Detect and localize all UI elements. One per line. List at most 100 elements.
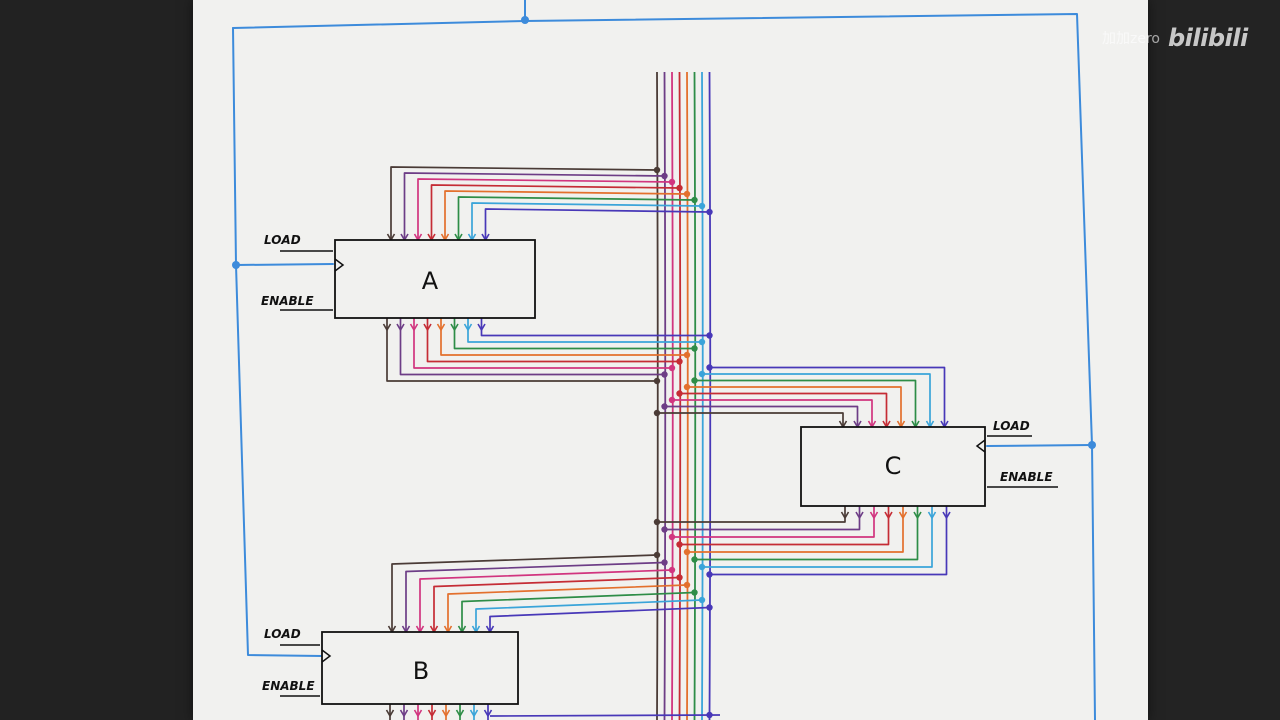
bus-tap-dot: [691, 196, 698, 204]
register-a-box: [334, 239, 536, 319]
bus-tap-dot: [706, 604, 713, 611]
bus-tap-dot: [683, 351, 691, 359]
bus-line: [693, 71, 697, 720]
wire-arrow: [441, 709, 451, 717]
register-a-input-wire: [403, 172, 665, 240]
wire-arrow: [869, 511, 879, 519]
wire-arrow: [409, 323, 419, 331]
register-a-clock-triangle: [334, 258, 345, 272]
bus-tap-dot: [668, 566, 676, 574]
bus-tap-dot: [698, 202, 706, 210]
register-c-box: [800, 426, 986, 507]
register-a-input-wire: [430, 184, 680, 240]
bus-tap-dot: [676, 574, 683, 581]
bus-tap-dot: [668, 396, 676, 404]
register-a-output-wire: [440, 318, 687, 356]
bus-tap-dot: [661, 371, 668, 378]
bus-tap-dot: [698, 338, 706, 346]
bus-tap-dot: [706, 571, 713, 578]
register-c-output-wire: [679, 506, 890, 546]
wire-arrow: [413, 709, 423, 717]
wire-arrow: [469, 709, 479, 717]
register-c-enable-label: ENABLE: [1000, 470, 1053, 484]
bus-tap-dot: [691, 589, 698, 596]
clock-junction-dot: [232, 261, 240, 269]
register-b-input-wire: [405, 561, 665, 632]
wire-arrow: [423, 323, 432, 331]
bus-tap-dot: [676, 358, 683, 365]
register-connections: [382, 166, 951, 720]
wire-arrow: [399, 709, 409, 717]
register-c-input-wire: [709, 366, 946, 427]
register-b-input-wire: [419, 569, 673, 632]
register-c: C LOAD ENABLE: [800, 419, 1058, 507]
register-c-output-wire: [657, 506, 846, 523]
bus-tap-dot: [698, 596, 706, 604]
register-c-input-wire: [657, 412, 844, 427]
register-a-output-wire: [426, 318, 680, 363]
background-left: [0, 0, 195, 720]
data-bus: [656, 71, 712, 720]
bus-tap-dot: [691, 345, 698, 352]
register-b-input-wire: [461, 591, 695, 632]
wire-arrow: [436, 323, 446, 331]
wire-arrow: [840, 511, 850, 519]
clock-junction-dot: [1088, 441, 1096, 449]
bus-line: [708, 71, 712, 720]
bus-tap-dot: [691, 377, 698, 384]
register-c-output-wire: [702, 506, 933, 568]
bus-line: [656, 71, 659, 720]
bus-tap-dot: [698, 370, 706, 378]
register-a-input-wire: [457, 196, 695, 240]
bus-tap-dot: [661, 403, 668, 410]
bus-tap-dot: [706, 208, 713, 216]
register-a-input-wire: [444, 190, 688, 240]
register-b: B LOAD ENABLE: [262, 627, 519, 705]
bus-tap-dot: [653, 166, 661, 174]
bus-line: [671, 71, 674, 720]
wire-arrow: [450, 323, 459, 331]
bus-tap-dot: [706, 364, 713, 371]
bus-tap-dot: [706, 332, 713, 339]
bus-line: [678, 71, 682, 720]
wire-arrow: [884, 511, 893, 519]
wire-arrow: [455, 709, 465, 717]
register-b-label: B: [413, 657, 429, 685]
clock-wire-left: [232, 27, 323, 657]
register-c-input-wire: [679, 392, 888, 427]
register-a-load-label: LOAD: [264, 233, 301, 247]
bus-tap-dot: [676, 184, 683, 192]
wire-arrow: [898, 511, 908, 519]
register-c-output-wire: [664, 506, 861, 531]
register-a-output-wire: [480, 318, 710, 337]
wire-arrow: [427, 709, 437, 717]
register-a-input-wire: [484, 208, 710, 240]
clock-wire-to-c: [986, 444, 1093, 447]
register-c-input-wire: [687, 386, 902, 427]
register-b-input-wire: [447, 584, 688, 632]
wire-arrow: [463, 323, 473, 331]
register-a-enable-label: ENABLE: [261, 294, 314, 308]
wire-arrow: [942, 511, 951, 519]
register-c-output-wire: [672, 506, 875, 538]
register-c-clock-triangle: [975, 439, 986, 453]
register-a-input-wire: [471, 202, 703, 240]
bus-tap-dot: [683, 383, 691, 391]
bus-tap-dot: [676, 390, 683, 397]
register-c-input-wire: [694, 379, 917, 427]
bus-tap-dot: [668, 178, 676, 186]
background-right: [1145, 0, 1280, 720]
bus-tap-dot: [683, 548, 691, 556]
wire-arrow: [483, 709, 493, 717]
register-a: A LOAD ENABLE: [261, 233, 536, 319]
register-b-output-wire: [489, 714, 721, 717]
bus-line: [663, 71, 667, 720]
register-c-input-wire: [702, 373, 931, 427]
register-b-input-wire: [391, 554, 658, 632]
register-a-input-wire: [417, 178, 673, 240]
register-a-output-wire: [386, 318, 657, 382]
bus-tap-dot: [661, 559, 668, 566]
clock-junction-dot: [521, 16, 529, 24]
wire-arrow: [927, 511, 937, 519]
